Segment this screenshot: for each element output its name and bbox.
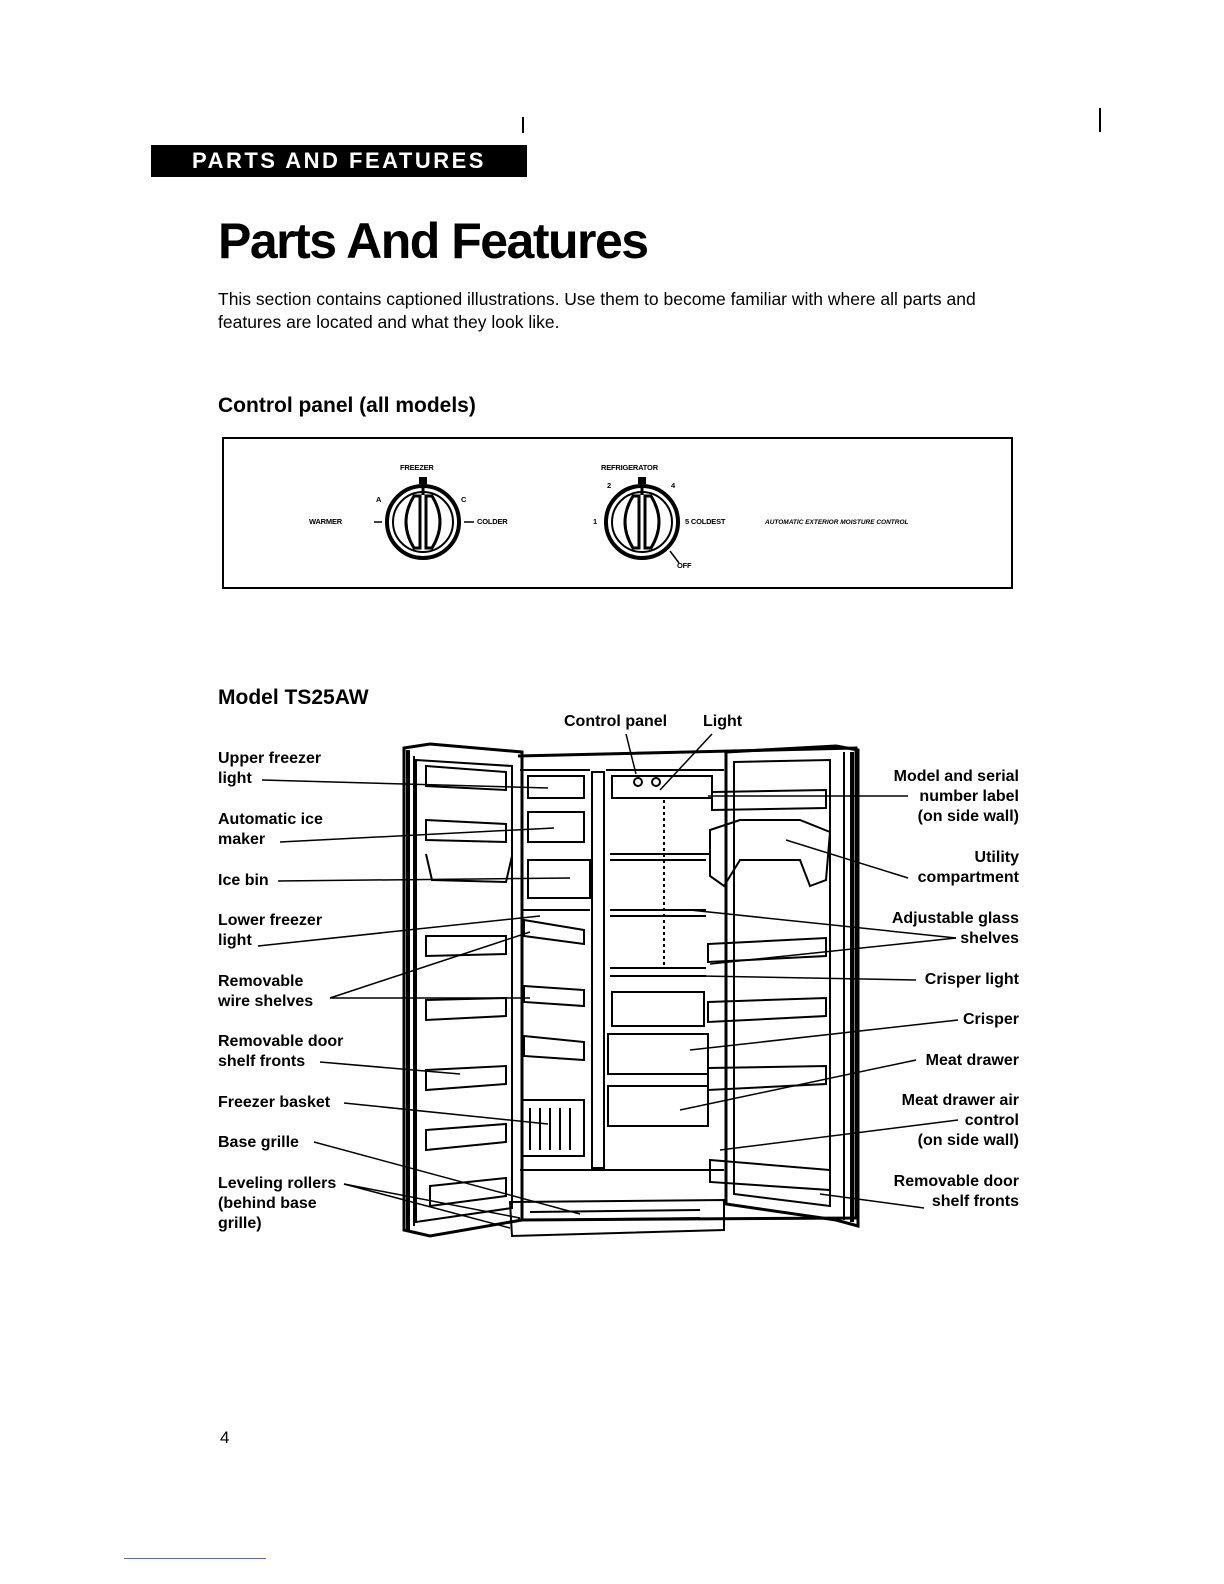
refrigerator-illustration (257, 733, 959, 1238)
freezer-dial-icon (374, 477, 474, 560)
refrigerator-dial-mark-2: 2 (607, 481, 611, 490)
control-dials-drawing (374, 477, 680, 564)
moisture-control-label: AUTOMATIC EXTERIOR MOISTURE CONTROL (765, 519, 909, 526)
label-freezer-basket: Freezer basket (218, 1094, 331, 1111)
label-crisper: Crisper (962, 1011, 1019, 1028)
control-panel-illustration: FREEZER A C WARMER COLDER REFRIGERATOR 2… (222, 437, 1013, 589)
label-utility-compartment: Utility compartment (917, 849, 1019, 886)
off-label: OFF (677, 561, 692, 570)
label-removable-door-shelf-fronts-right: Removable door shelf fronts (893, 1173, 1019, 1210)
label-meat-drawer-air-control: Meat drawer air control (on side wall) (901, 1092, 1019, 1149)
warmer-label: WARMER (309, 517, 342, 526)
refrigerator-dial-icon (604, 477, 680, 564)
label-base-grille: Base grille (218, 1134, 299, 1151)
freezer-dial-mark-a: A (376, 495, 382, 504)
label-adjustable-glass-shelves: Adjustable glass shelves (891, 910, 1019, 947)
label-crisper-light: Crisper light (924, 971, 1019, 988)
footer-rule (124, 1558, 266, 1559)
refrigerator-dial-label: REFRIGERATOR (601, 463, 658, 472)
model-heading: Model TS25AW (218, 686, 369, 709)
label-control-panel: Control panel (564, 713, 668, 730)
label-light: Light (703, 713, 743, 730)
label-upper-freezer-light: Upper freezer light (218, 750, 322, 787)
label-ice-bin: Ice bin (218, 872, 269, 889)
scan-mark (1099, 108, 1101, 132)
refrigerator-dial-mark-4: 4 (671, 481, 675, 490)
control-panel-heading: Control panel (all models) (218, 394, 476, 417)
label-meat-drawer: Meat drawer (925, 1052, 1019, 1069)
coldest-label: 5 COLDEST (685, 517, 726, 526)
page-title: Parts And Features (218, 213, 649, 269)
freezer-dial-label: FREEZER (400, 463, 434, 472)
label-removable-door-shelf-fronts-left: Removable door shelf fronts (218, 1033, 344, 1070)
label-model-serial: Model and serial number label (on side w… (893, 768, 1019, 825)
page-number: 4 (220, 1428, 230, 1447)
freezer-dial-mark-c: C (461, 495, 467, 504)
label-lower-freezer-light: Lower freezer light (218, 912, 323, 949)
colder-label: COLDER (477, 517, 508, 526)
label-automatic-ice-maker: Automatic ice maker (218, 811, 323, 848)
refrigerator-dial-mark-1: 1 (593, 517, 597, 526)
scan-mark (522, 117, 524, 133)
section-tab: PARTS AND FEATURES (151, 145, 527, 177)
label-removable-wire-shelves: Removable wire shelves (218, 973, 314, 1010)
intro-paragraph: This section contains captioned illustra… (218, 289, 976, 332)
label-leveling-rollers: Leveling rollers (behind base grille) (218, 1175, 337, 1232)
